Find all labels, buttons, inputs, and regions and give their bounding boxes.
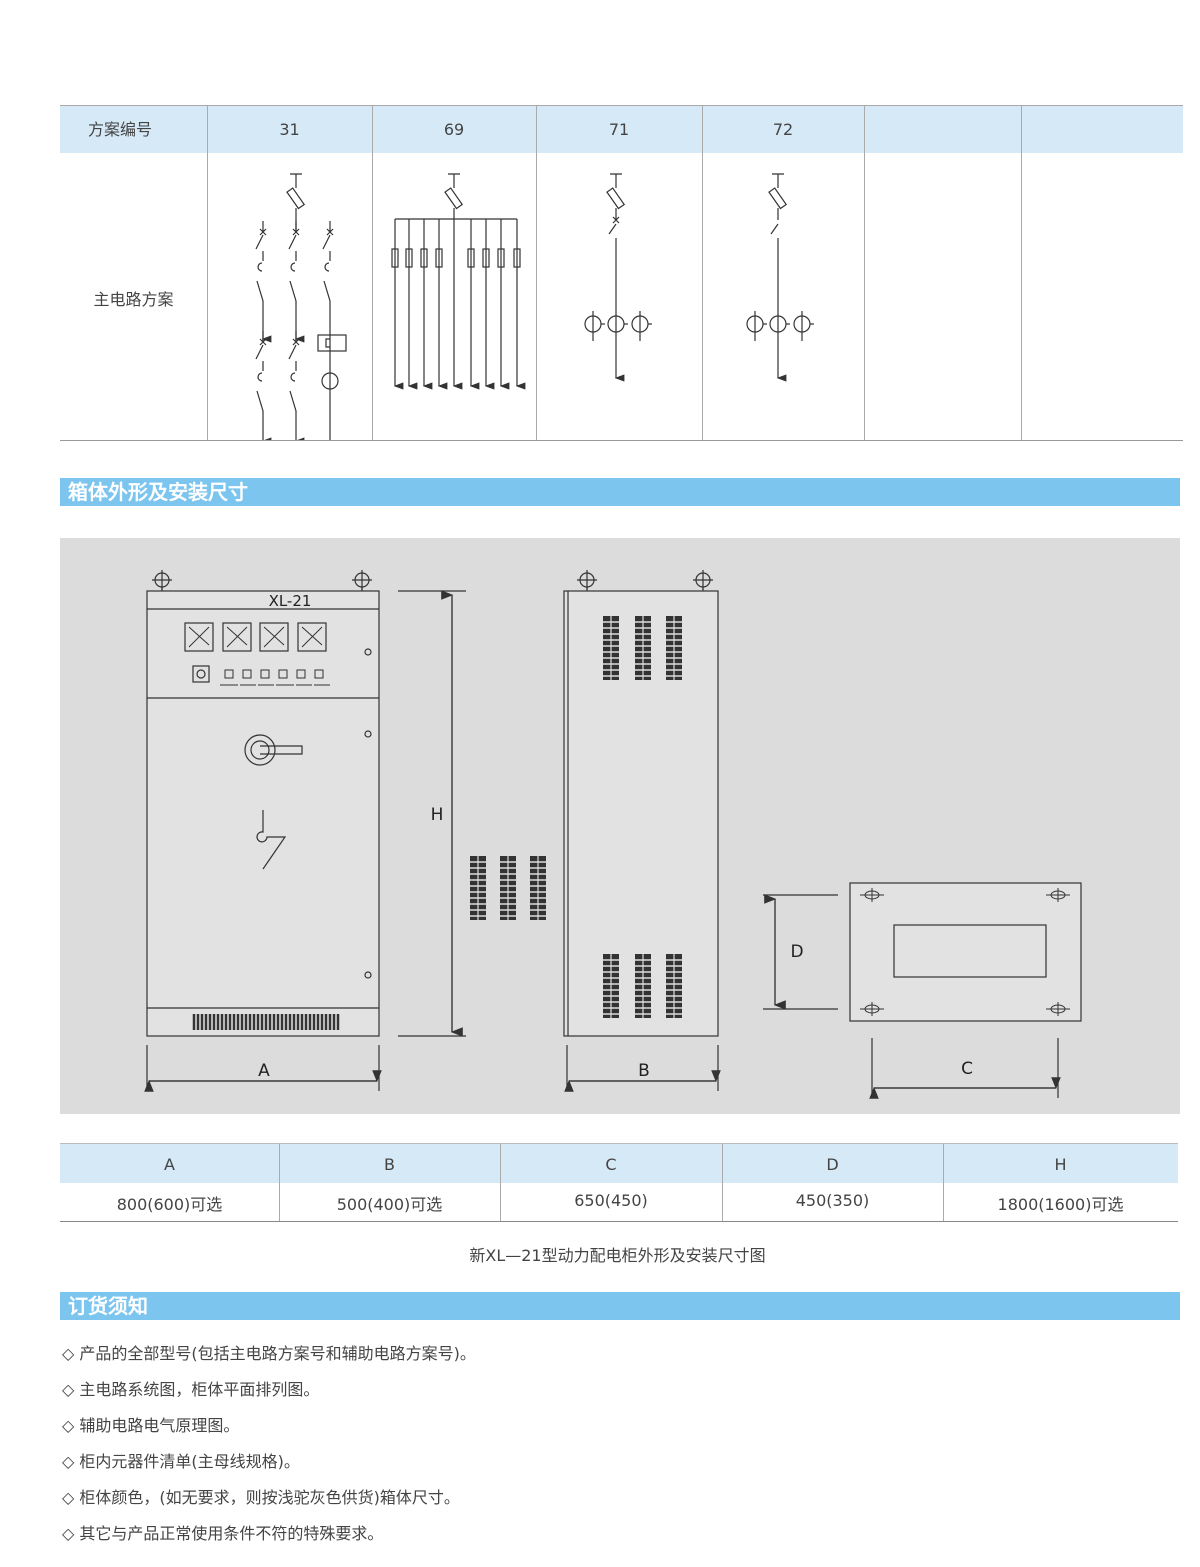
section-title: 箱体外形及安装尺寸 — [68, 480, 248, 504]
scheme-69: 69 — [443, 120, 465, 139]
dim-label-a: A — [258, 1061, 270, 1081]
dim-label-c: C — [961, 1059, 973, 1079]
main-circuit-label: 主电路方案 — [93, 290, 174, 309]
note-item: ◇ 其它与产品正常使用条件不符的特殊要求。 — [62, 1524, 384, 1543]
dim-value-b: 500(400)可选 — [336, 1195, 443, 1214]
dim-label-h: H — [431, 805, 444, 825]
dimension-table: A B C D H 800(600)可选 500(400)可选 650(450)… — [60, 1143, 1178, 1222]
note-item: ◇ 辅助电路电气原理图。 — [62, 1416, 240, 1435]
dim-header-c: C — [605, 1155, 617, 1174]
dim-value-a: 800(600)可选 — [116, 1195, 223, 1214]
dim-header-d: D — [826, 1155, 839, 1174]
dim-label-b: B — [638, 1061, 650, 1081]
dim-header-b: B — [384, 1155, 395, 1174]
scheme-header-row — [60, 106, 1183, 153]
dim-label-d: D — [790, 942, 803, 962]
dim-value-h: 1800(1600)可选 — [997, 1195, 1124, 1214]
note-item: ◇ 柜内元器件清单(主母线规格)。 — [62, 1452, 300, 1471]
front-view: XL-21 A H — [144, 569, 547, 1092]
scheme-table: 方案编号 31 69 71 72 主电路方案 — [60, 105, 1183, 441]
scheme-71-diagram — [584, 173, 652, 378]
dim-header-a: A — [164, 1155, 175, 1174]
cabinet-drawing: XL-21 A H — [60, 538, 1180, 1114]
scheme-69-diagram — [391, 173, 520, 390]
scheme-31-diagram — [256, 173, 347, 440]
dim-value-c: 650(450) — [574, 1191, 648, 1210]
scheme-number-label: 方案编号 — [87, 120, 152, 139]
note-item: ◇ 产品的全部型号(包括主电路方案号和辅助电路方案号)。 — [62, 1344, 476, 1363]
scheme-31: 31 — [279, 120, 300, 139]
model-label: XL-21 — [269, 592, 312, 610]
note-item: ◇ 柜体颜色，(如无要求，则按浅驼灰色供货)箱体尺寸。 — [62, 1488, 460, 1507]
dim-header-h: H — [1054, 1155, 1067, 1174]
circuit-diagrams — [60, 173, 814, 440]
section-header-ordering-notes: 订货须知 — [60, 1292, 1180, 1320]
note-item: ◇ 主电路系统图，柜体平面排列图。 — [62, 1380, 320, 1399]
section-header-cabinet-dimensions: 箱体外形及安装尺寸 — [60, 478, 1180, 506]
figure-caption: 新XL—21型动力配电柜外形及安装尺寸图 — [469, 1246, 766, 1265]
side-view: B — [563, 569, 721, 1092]
scheme-72-diagram — [746, 173, 814, 378]
section-title: 订货须知 — [68, 1294, 148, 1318]
base-plan-view: D C — [763, 882, 1082, 1099]
dim-value-d: 450(350) — [795, 1191, 870, 1210]
cabinet-outline-drawing: XL-21 A H — [144, 569, 1082, 1099]
scheme-72: 72 — [772, 120, 794, 139]
scheme-71: 71 — [608, 120, 630, 139]
